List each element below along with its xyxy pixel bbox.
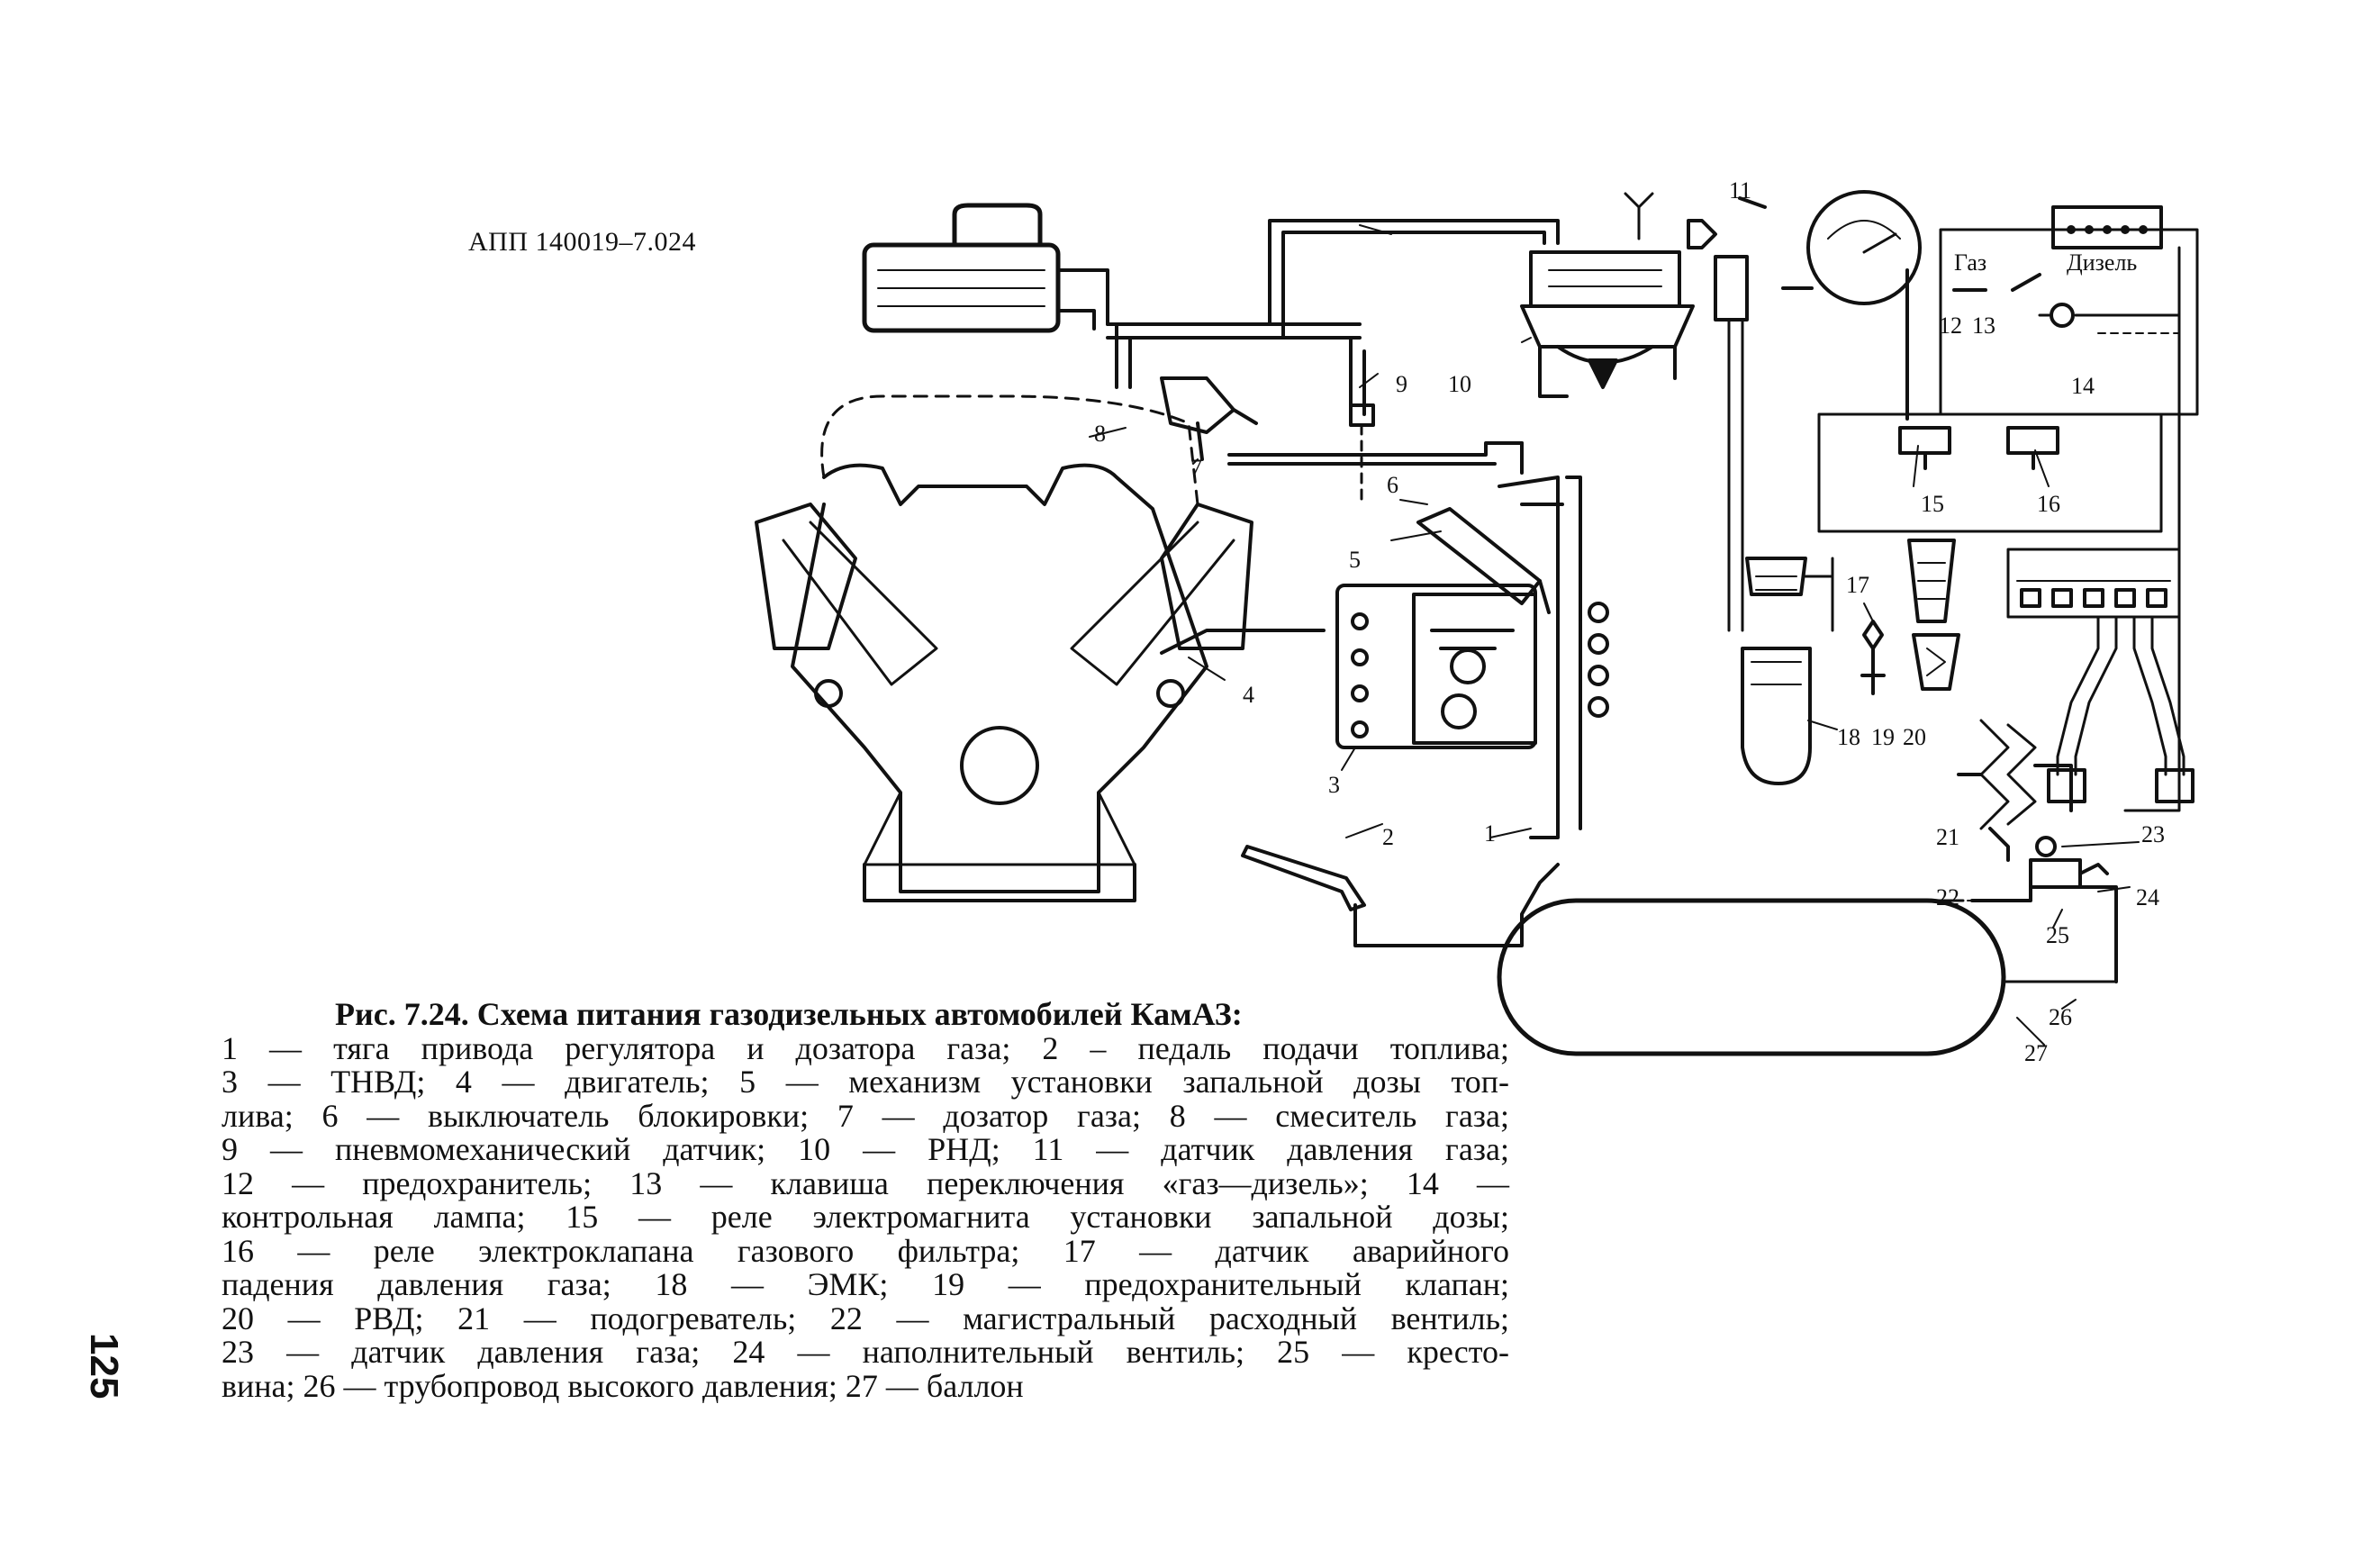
caption-line: 1 — тяга привода регулятора и дозатора г… xyxy=(222,1029,1509,1066)
caption-line: контрольная лампа; 15 — реле электромагн… xyxy=(222,1199,1509,1235)
label-25: 25 xyxy=(2046,922,2069,948)
label-15: 15 xyxy=(1921,491,1944,517)
engine-v8 xyxy=(755,394,1326,902)
gas-pipes-top xyxy=(1106,219,1560,416)
pressure-gauge xyxy=(1781,190,1922,421)
diagram-labels: 1 2 3 4 5 6 7 8 9 10 11 12 13 14 15 16 1… xyxy=(1094,177,2165,1066)
caption-line: 16 — реле электроклапана газового фильтр… xyxy=(222,1232,1509,1269)
gas-pressure-reducer xyxy=(1520,192,1695,398)
label-12: 12 xyxy=(1939,313,1962,339)
label-8: 8 xyxy=(1094,421,1106,447)
label-27: 27 xyxy=(2024,1040,2048,1066)
high-pressure-pipe xyxy=(2002,953,2118,983)
caption-line: 9 — пневмомеханический датчик; 10 — РНД;… xyxy=(222,1131,1509,1167)
label-9: 9 xyxy=(1396,371,1407,397)
leader-lines xyxy=(1089,224,2140,1046)
caption-line: вина; 26 — трубопровод высокого давления… xyxy=(222,1367,1024,1404)
page-number: 125 xyxy=(82,1333,126,1400)
gas-pressure-sensor-top xyxy=(1687,196,1767,632)
injector-lines xyxy=(1579,602,1609,722)
instrument-cluster-block xyxy=(2006,548,2194,803)
label-1: 1 xyxy=(1484,820,1496,847)
mixer-and-dozer xyxy=(1160,376,1524,506)
caption-line: 12 — предохранитель; 13 — клавиша перекл… xyxy=(222,1164,1509,1201)
gas-heater xyxy=(1957,719,2073,862)
label-6: 6 xyxy=(1387,472,1398,498)
air-intake-pipe xyxy=(862,203,1109,333)
label-23: 23 xyxy=(2141,821,2165,847)
caption-line: лива; 6 — выключатель блокировки; 7 — до… xyxy=(222,1097,1509,1134)
panel-label-gas: Газ xyxy=(1954,249,1986,276)
caption-line: 20 — РВД; 21 — подогреватель; 22 — магис… xyxy=(222,1300,1509,1336)
accelerator-pedal xyxy=(1241,845,1560,947)
label-18: 18 xyxy=(1837,724,1860,750)
label-26: 26 xyxy=(2049,1004,2072,1030)
label-4: 4 xyxy=(1243,682,1254,708)
document-code: АПП 140019–7.024 xyxy=(468,227,696,257)
label-11: 11 xyxy=(1729,177,1751,204)
fuel-injection-pump xyxy=(1335,584,1537,749)
caption-line: 3 — ТНВД; 4 — двигатель; 5 — механизм ус… xyxy=(222,1064,1509,1100)
gas-filter-emk xyxy=(1741,539,1960,785)
panel-label-diesel: Дизель xyxy=(2067,249,2137,276)
label-10: 10 xyxy=(1448,371,1471,397)
label-7: 7 xyxy=(1190,455,1202,481)
label-2: 2 xyxy=(1382,824,1394,850)
label-24: 24 xyxy=(2136,884,2159,910)
label-21: 21 xyxy=(1936,824,1959,850)
label-22: 22 xyxy=(1936,884,1959,910)
gas-cylinder xyxy=(1497,898,2006,1056)
main-valve-assembly xyxy=(1898,836,2118,983)
relay-block xyxy=(1817,246,2181,812)
switch-panel xyxy=(1939,205,2199,416)
label-14: 14 xyxy=(2071,373,2095,399)
label-17: 17 xyxy=(1846,572,1869,598)
label-13: 13 xyxy=(1972,313,1995,339)
label-19: 19 xyxy=(1871,724,1895,750)
label-16: 16 xyxy=(2037,491,2060,517)
ignition-dose-mechanism xyxy=(1416,476,1582,839)
label-5: 5 xyxy=(1349,547,1361,573)
caption-line: падения давления газа; 18 — ЭМК; 19 — пр… xyxy=(222,1266,1509,1302)
label-3: 3 xyxy=(1328,772,1340,798)
caption-line: 23 — датчик давления газа; 24 — наполнит… xyxy=(222,1334,1509,1370)
figure-caption: Рис. 7.24. Схема питания газодизельных а… xyxy=(222,996,1509,1404)
label-20: 20 xyxy=(1903,724,1926,750)
caption-title: Рис. 7.24. Схема питания газодизельных а… xyxy=(335,996,1243,1032)
